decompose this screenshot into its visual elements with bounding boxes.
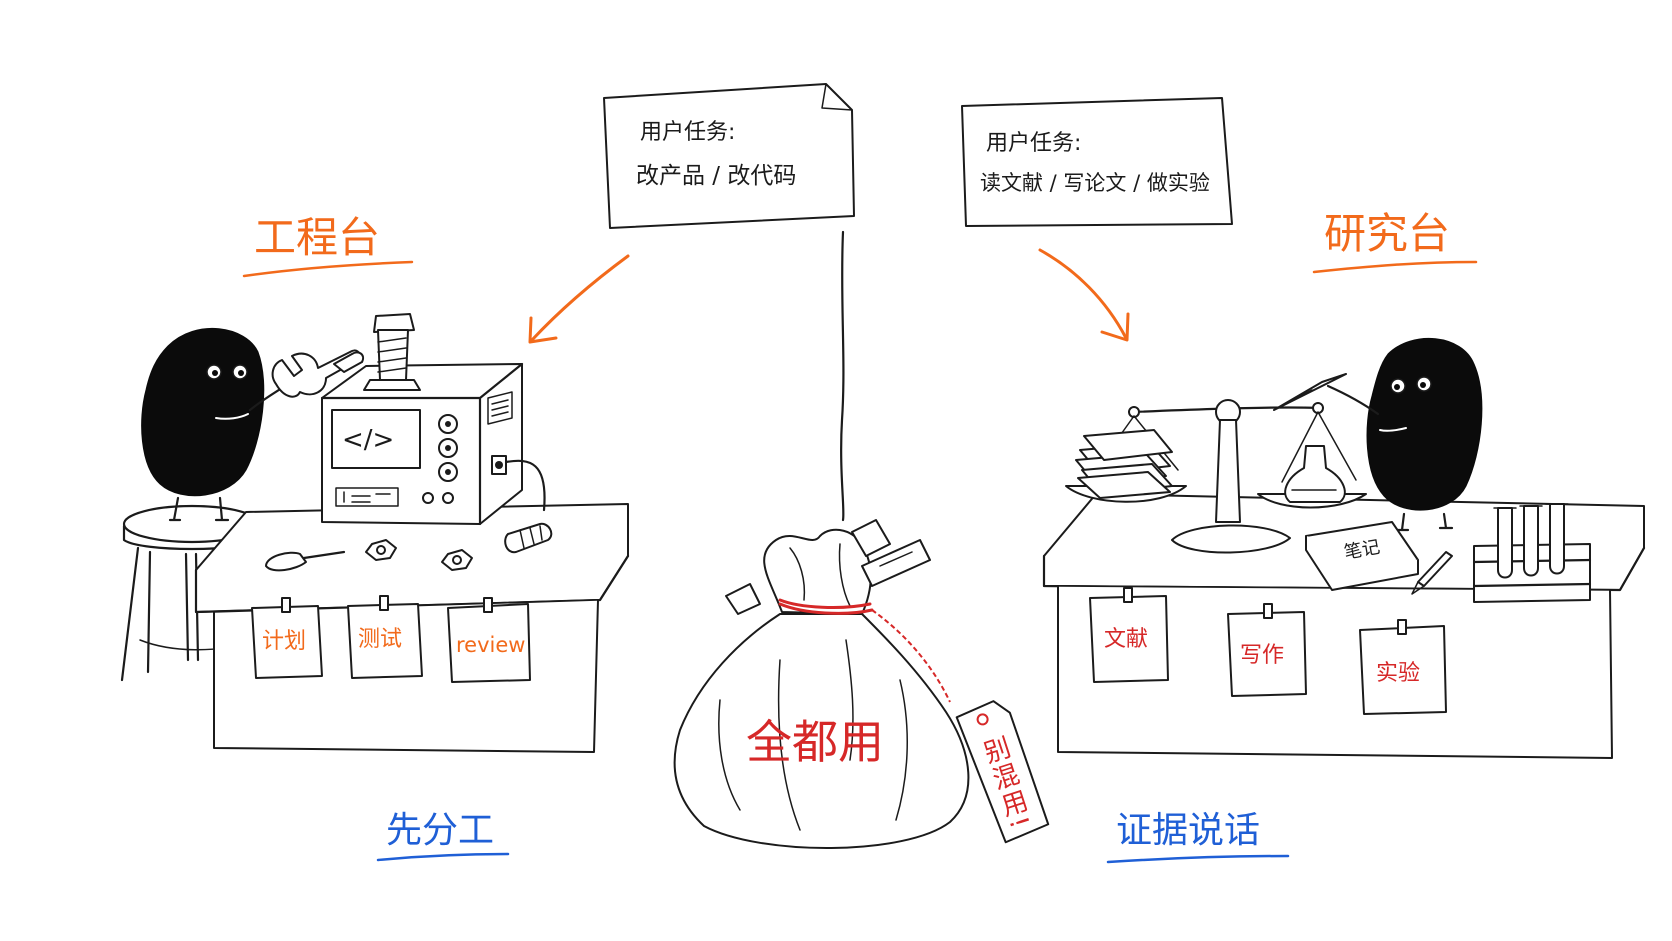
note-right-line2: 读文献 / 写论文 / 做实验 (980, 171, 1210, 195)
tag-test-label: 测试 (358, 627, 402, 652)
center-divider-line (840, 230, 845, 522)
wrench-icon (271, 349, 364, 398)
title-left-underline (242, 260, 414, 278)
tag-review-label: review (456, 633, 525, 657)
caption-left-underline (376, 852, 510, 862)
nut-icon (365, 539, 473, 571)
sack: 全都用 (673, 519, 970, 850)
tag-review: review (447, 597, 531, 683)
note-right-line1: 用户任务: (986, 131, 1081, 156)
note-left-line1: 用户任务: (640, 120, 735, 145)
tag-plan: 计划 (251, 597, 323, 679)
title-engineering-desk: 工程台 (254, 213, 380, 262)
tag-plan-label: 计划 (262, 629, 306, 654)
title-right-underline (1312, 260, 1478, 274)
pencil-icon (1411, 551, 1453, 595)
screwdriver-icon (265, 550, 346, 572)
tag-literature: 文献 (1089, 587, 1169, 683)
caption-evidence-speaks: 证据说话 (1116, 810, 1260, 851)
tag-writing: 写作 (1227, 603, 1307, 697)
engineer-character (141, 327, 290, 522)
pen-icon (1273, 373, 1347, 411)
note-left-line2: 改产品 / 改代码 (636, 163, 796, 189)
tag-experiment-label: 实验 (1376, 661, 1420, 686)
balance-scale (1065, 399, 1367, 554)
tag-experiment: 实验 (1359, 619, 1447, 715)
arrow-to-left (528, 254, 630, 344)
researcher-character (1326, 337, 1483, 532)
test-tube-rack (1472, 503, 1592, 603)
warning-tag: 别混用! (955, 700, 1050, 844)
caption-right-underline (1106, 854, 1290, 864)
tag-test: 测试 (347, 595, 423, 679)
tag-literature-label: 文献 (1104, 627, 1148, 652)
sack-label: 全都用 (746, 715, 884, 769)
arrow-to-right (1038, 248, 1130, 342)
caption-divide-work: 先分工 (386, 810, 494, 851)
note-card-left: 用户任务: 改产品 / 改代码 (603, 83, 855, 229)
title-research-desk: 研究台 (1324, 209, 1450, 258)
bolt-icon (504, 522, 553, 554)
tag-writing-label: 写作 (1240, 643, 1284, 668)
monitor-code-symbol: </> (342, 425, 394, 455)
code-machine: </> (320, 313, 546, 526)
note-card-right: 用户任务: 读文献 / 写论文 / 做实验 (961, 97, 1233, 227)
notebook-icon: 笔记 (1305, 521, 1419, 591)
